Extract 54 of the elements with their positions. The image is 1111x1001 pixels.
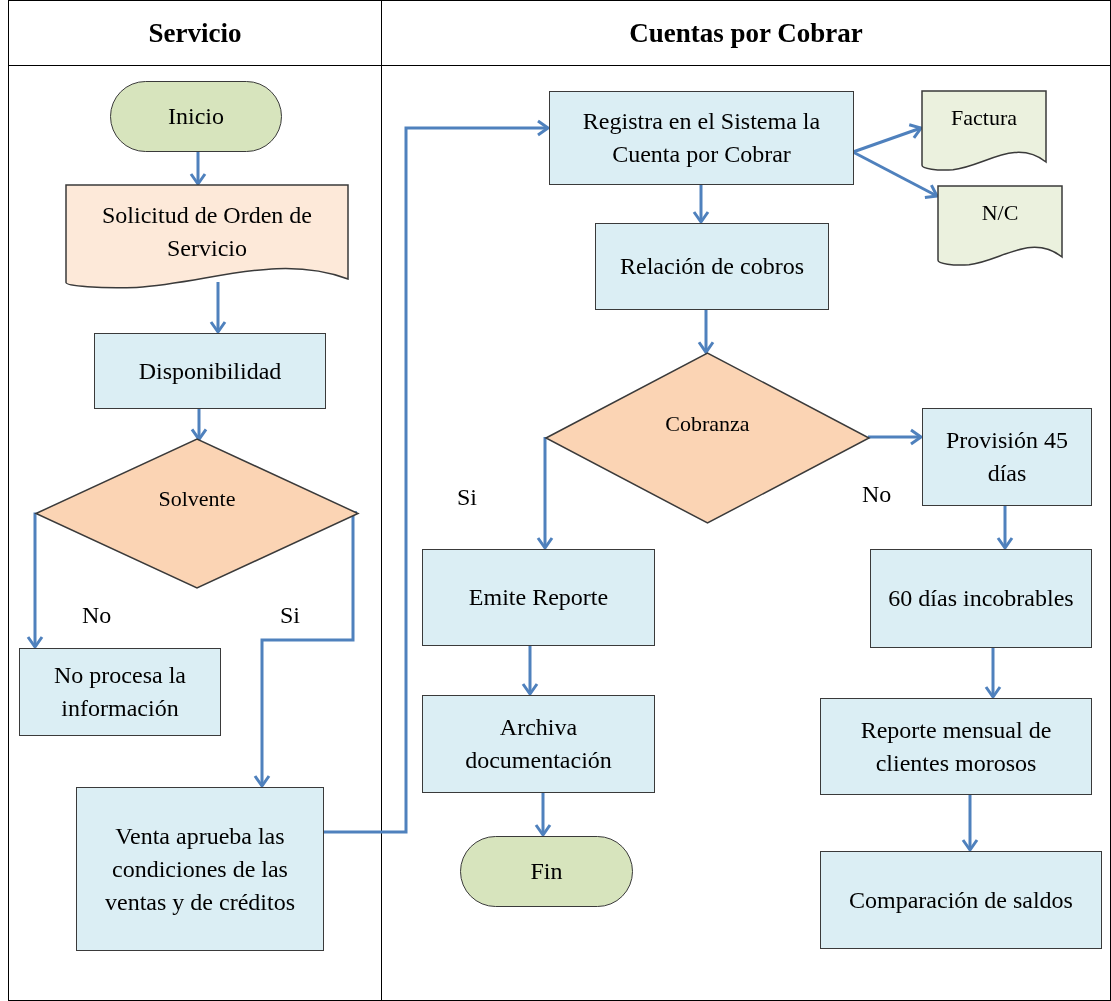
arrow [534,792,552,837]
document-shape [66,185,348,291]
lane-header: Servicio [148,17,242,49]
arrow [852,150,939,200]
document-shape [922,91,1046,173]
document-shape [938,186,1062,268]
arrow [189,151,207,186]
node-text: Disponibilidad [137,356,283,386]
process-box [422,695,655,793]
decision-diamond [36,439,358,588]
process-box [820,851,1102,949]
node-text: Reporte mensual de clientes morosos [859,715,1053,778]
process-box [422,549,655,646]
node-text: 60 días incobrables [887,584,1075,613]
process-box [870,549,1092,648]
node-text: Provisión 45 días [945,426,1069,488]
node-text: Venta aprueba las condiciones de las ventas y de créditos [104,821,296,917]
arrow [984,647,1002,699]
arrow [868,428,923,446]
arrow [190,408,208,441]
lane-header: Cuentas por Cobrar [629,17,863,49]
process-box [94,333,326,409]
arrow [996,505,1014,550]
node-text: N/C [980,199,1020,227]
node-text: Comparación de saldos [848,885,1074,915]
process-box [549,91,854,185]
arrow [961,794,979,852]
node-text: Emite Reporte [467,583,610,612]
node-text: Fin [529,857,564,886]
node-text: Solvente [157,485,237,513]
process-box [820,698,1092,795]
process-box [76,787,324,951]
swimlane [381,0,1111,1001]
node-text: Relación de cobros [619,252,805,281]
node-text: No procesa la información [53,661,187,723]
node-text: Cobranza [664,409,751,438]
node-text: Registra en el Sistema la Cuenta por Cobrar [581,107,822,169]
node-text: Solicitud de Orden de Servicio [101,201,313,263]
process-box [595,223,829,310]
arrow [323,119,550,834]
node-text: Archiva documentación [464,713,613,775]
arrow [26,512,44,649]
arrow [692,184,710,224]
arrow [253,511,358,788]
arrow [697,309,715,354]
node-text: Factura [950,104,1018,132]
swimlane [8,0,382,1001]
process-box [922,408,1092,506]
process-box [19,648,221,736]
arrow [521,645,539,696]
node-text: Inicio [167,102,225,131]
arrow [536,437,554,550]
arrow [209,282,227,334]
arrow [852,123,923,154]
